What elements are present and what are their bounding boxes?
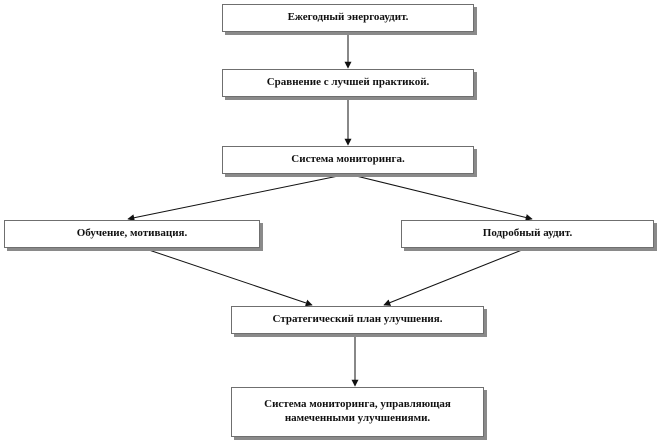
- node-detailed-audit: Подробный аудит.: [401, 220, 654, 248]
- edge-detailed-audit-to-strategic-plan: [383, 247, 528, 306]
- node-label: Ежегодный энергоаудит.: [287, 11, 409, 24]
- node-training-motivation: Обучение, мотивация.: [4, 220, 260, 248]
- edge-monitoring-to-training: [127, 173, 349, 222]
- node-label: Подробный аудит.: [482, 227, 573, 240]
- edge-training-to-strategic-plan: [142, 247, 313, 307]
- edge-monitoring-to-detailed-audit: [347, 173, 533, 221]
- node-label: Система мониторинга, управляющая намечен…: [264, 398, 451, 424]
- node-label: Сравнение с лучшей практикой.: [266, 76, 430, 89]
- node-monitoring-managing-improvements: Система мониторинга, управляющая намечен…: [231, 387, 484, 437]
- node-label: Система мониторинга.: [291, 153, 405, 166]
- node-strategic-improvement-plan: Стратегический план улучшения.: [231, 306, 484, 334]
- node-label: Обучение, мотивация.: [76, 227, 188, 240]
- node-annual-energy-audit: Ежегодный энергоаудит.: [222, 4, 474, 32]
- node-label: Стратегический план улучшения.: [272, 313, 443, 326]
- node-monitoring-system: Система мониторинга.: [222, 146, 474, 174]
- node-best-practice-comparison: Сравнение с лучшей практикой.: [222, 69, 474, 97]
